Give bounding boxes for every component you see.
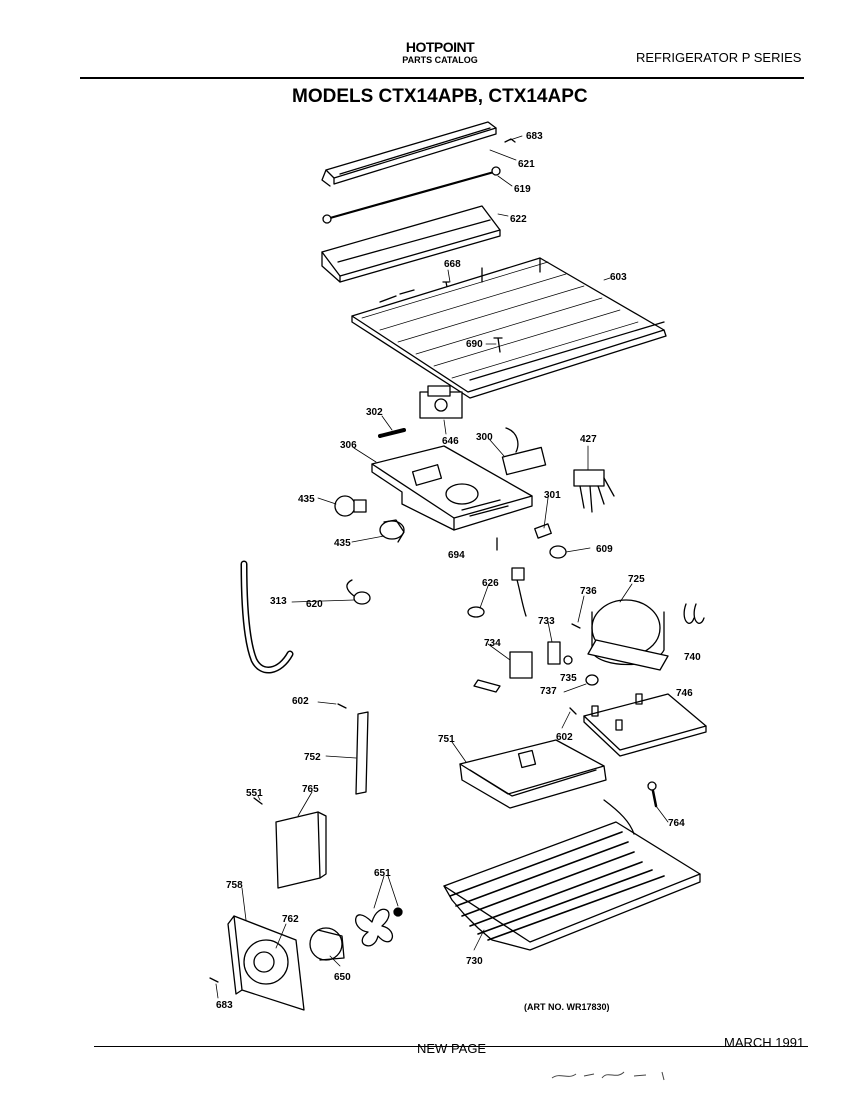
label-762: 762 [282, 914, 299, 925]
part-651-fan-blade [355, 907, 403, 947]
label-725: 725 [628, 574, 645, 585]
part-626-overload [467, 567, 527, 618]
label-602-left: 602 [292, 696, 309, 707]
label-621: 621 [518, 159, 535, 170]
part-683-screw [504, 138, 516, 143]
part-751-pan [459, 739, 607, 809]
part-301-plunger [534, 523, 552, 539]
part-740-bracket [683, 603, 705, 624]
footer-date: MARCH 1991 [724, 1035, 805, 1050]
label-764: 764 [668, 818, 685, 829]
part-621-channel [321, 121, 497, 187]
label-736: 736 [580, 586, 597, 597]
label-730: 730 [466, 956, 483, 967]
new-page-label: NEW PAGE [417, 1041, 487, 1056]
label-602-right: 602 [556, 732, 573, 743]
part-765-panel [275, 811, 327, 889]
label-622: 622 [510, 214, 527, 225]
part-435-bulb [334, 495, 367, 517]
header-rule [80, 77, 804, 79]
label-619: 619 [514, 184, 531, 195]
part-683-screw-bottom [209, 977, 219, 983]
label-751: 751 [438, 734, 455, 745]
part-734-relay [473, 651, 533, 693]
label-435-bulb: 435 [298, 494, 315, 505]
label-313: 313 [270, 596, 287, 607]
part-602-screw-right [569, 707, 577, 715]
label-302: 302 [366, 407, 383, 418]
label-306: 306 [340, 440, 357, 451]
label-683-top: 683 [526, 131, 543, 142]
brand-block: HOTPOINT PARTS CATALOG [380, 40, 500, 66]
label-694: 694 [448, 550, 465, 561]
label-735: 735 [560, 673, 577, 684]
part-725-compressor [587, 599, 669, 671]
label-734: 734 [484, 638, 501, 649]
part-735-grommet [563, 655, 573, 665]
series-label: REFRIGERATOR P SERIES [636, 50, 802, 65]
label-683-bottom: 683 [216, 1000, 233, 1011]
label-740: 740 [684, 652, 701, 663]
part-746-plate [583, 693, 707, 757]
label-301: 301 [544, 490, 561, 501]
part-306-housing [371, 445, 533, 531]
part-551-screw [253, 797, 263, 805]
footer-rule [94, 1046, 808, 1047]
part-690-screw [493, 337, 503, 353]
part-758-shroud [227, 915, 305, 1011]
label-626: 626 [482, 578, 499, 589]
part-302-pin [378, 428, 406, 438]
part-603-tray [351, 257, 667, 399]
part-736-clip [571, 623, 581, 629]
label-300: 300 [476, 432, 493, 443]
label-752: 752 [304, 752, 321, 763]
part-300-switch [501, 427, 547, 476]
label-668: 668 [444, 259, 461, 270]
label-737: 737 [540, 686, 557, 697]
label-765: 765 [302, 784, 319, 795]
part-619-rod [322, 166, 501, 224]
part-733-relay [547, 641, 561, 665]
part-737-grommet [585, 674, 599, 686]
part-622-shelf [321, 205, 501, 283]
part-427-connector [573, 469, 615, 513]
label-650: 650 [334, 972, 351, 983]
label-609: 609 [596, 544, 613, 555]
label-620: 620 [306, 599, 323, 610]
label-603: 603 [610, 272, 627, 283]
part-752-bracket [355, 711, 369, 795]
part-602-screw-left [337, 703, 347, 709]
part-650-motor [309, 927, 345, 961]
part-764-bolt [647, 781, 658, 808]
part-435-socket [379, 519, 405, 543]
label-427: 427 [580, 434, 597, 445]
label-758: 758 [226, 880, 243, 891]
part-620-heater [346, 579, 371, 605]
label-690: 690 [466, 339, 483, 350]
brand-name: HOTPOINT [405, 39, 475, 55]
handwritten-mark [551, 1071, 665, 1081]
art-number: (ART NO. WR17830) [524, 1002, 610, 1012]
page-title: MODELS CTX14APB, CTX14APC [292, 86, 588, 107]
part-646-thermostat [419, 385, 463, 419]
parts-catalog-label: PARTS CATALOG [402, 55, 478, 65]
label-651: 651 [374, 868, 391, 879]
label-746: 746 [676, 688, 693, 699]
label-646: 646 [442, 436, 459, 447]
part-609-knob [549, 545, 567, 559]
label-733: 733 [538, 616, 555, 627]
part-730-condenser [443, 799, 701, 951]
label-551: 551 [246, 788, 263, 799]
label-435-socket: 435 [334, 538, 351, 549]
